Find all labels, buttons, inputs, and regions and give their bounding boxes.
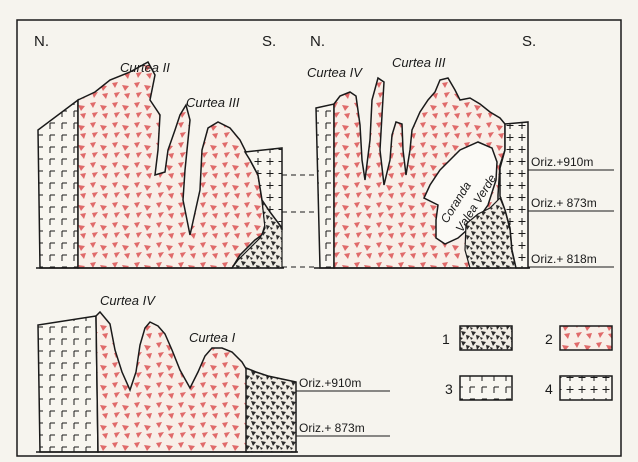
- tr-south-label: S.: [522, 33, 536, 50]
- tr-north-label: N.: [310, 33, 325, 50]
- legend-number-1: 1: [442, 331, 450, 347]
- b-level-910-label: Oriz.+910m: [299, 376, 361, 390]
- tl-south-label: S.: [262, 33, 276, 50]
- tr-level-873-label: Oriz.+ 873m: [531, 196, 597, 210]
- top-right-section: [314, 78, 614, 268]
- legend: [460, 326, 612, 400]
- tl-limestone-wall: [38, 100, 78, 268]
- tr-level-910-label: Oriz.+910m: [531, 155, 593, 169]
- top-left-section: [36, 62, 314, 268]
- b-curtea-iv-label: Curtea IV: [100, 293, 156, 308]
- legend-swatch-2: [560, 326, 612, 350]
- tl-curtea-ii-label: Curtea II: [120, 60, 170, 75]
- tr-curtea-iii-label: Curtea III: [392, 55, 446, 70]
- tr-limestone-wall: [316, 104, 334, 268]
- b-limestone-wall: [38, 316, 98, 452]
- tr-level-818-label: Oriz.+ 818m: [531, 252, 597, 266]
- legend-swatch-1: [460, 326, 512, 350]
- tl-granite-mass: [78, 62, 265, 268]
- legend-number-4: 4: [545, 381, 553, 397]
- legend-number-2: 2: [545, 331, 553, 347]
- b-breccia: [246, 368, 296, 452]
- legend-swatch-3: [460, 376, 512, 400]
- tl-north-label: N.: [34, 33, 49, 50]
- legend-swatch-4: [560, 376, 612, 400]
- legend-number-3: 3: [445, 381, 453, 397]
- b-curtea-i-label: Curtea I: [189, 330, 236, 345]
- tr-curtea-iv-label: Curtea IV: [307, 65, 363, 80]
- tl-curtea-iii-label: Curtea III: [186, 95, 240, 110]
- b-level-873-label: Oriz.+ 873m: [299, 421, 365, 435]
